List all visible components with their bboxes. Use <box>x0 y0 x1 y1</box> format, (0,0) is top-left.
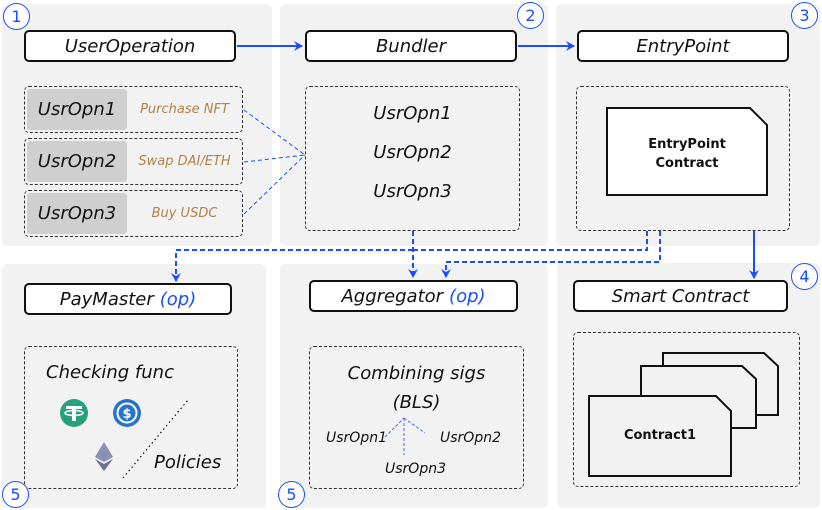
paymaster-title: PayMaster(op) <box>24 283 232 315</box>
useroperation-row: UsrOpn1 Purchase NFT <box>24 86 243 133</box>
checking-func: Checking func <box>46 362 174 383</box>
smart-contract-label: Smart Contract <box>611 285 750 307</box>
fan-lines <box>243 109 306 215</box>
contract1-label: Contract1 <box>623 428 697 443</box>
bundler-title: Bundler <box>305 30 517 62</box>
svg-text:$: $ <box>122 407 131 422</box>
bls-tree <box>384 417 426 455</box>
row-action: Purchase NFT <box>140 102 229 117</box>
step-2-badge: 2 <box>517 2 544 29</box>
arrow-bundler-paymaster <box>171 249 413 282</box>
aggregator-box <box>309 346 524 489</box>
contract-doc-front <box>588 395 732 477</box>
step-1-badge: 1 <box>3 3 30 30</box>
arrow-entrypoint-paymaster <box>413 231 648 251</box>
bundler-box <box>305 86 520 231</box>
entrypoint-contract-line1: EntryPoint <box>648 137 726 152</box>
tether-icon <box>60 399 88 427</box>
aggregator-optional: (op) <box>449 285 486 307</box>
step-5-badge: 5 <box>2 481 29 508</box>
step-4-badge: 4 <box>791 263 818 290</box>
entrypoint-contract-doc <box>606 107 768 196</box>
row-label: UsrOpn3 <box>27 193 127 234</box>
agg-op: UsrOpn1 <box>326 430 387 446</box>
bundler-item: UsrOpn3 <box>373 181 452 202</box>
row-action: Buy USDC <box>151 206 218 221</box>
bundler-label: Bundler <box>375 35 447 57</box>
entrypoint-contract-line2: Contract <box>655 156 719 171</box>
usdc-icon: $ <box>113 399 141 427</box>
useroperation-label: UserOperation <box>64 35 196 57</box>
useroperation-row: UsrOpn2 Swap DAI/ETH <box>24 138 243 185</box>
entrypoint-title: EntryPoint <box>577 30 789 62</box>
bls: (BLS) <box>392 392 441 413</box>
aggregator-label: Aggregator <box>341 285 444 307</box>
useroperation-title: UserOperation <box>24 30 236 62</box>
paymaster-optional: (op) <box>159 288 197 310</box>
agg-op: UsrOpn3 <box>385 461 446 477</box>
step-3-badge: 3 <box>791 2 818 29</box>
row-label: UsrOpn1 <box>27 89 127 130</box>
arrow-entrypoint-aggregator <box>441 231 661 278</box>
combining-sigs: Combining sigs <box>347 363 486 384</box>
agg-op: UsrOpn2 <box>440 430 501 446</box>
policies-divider <box>122 399 189 479</box>
entrypoint-box <box>576 86 790 231</box>
ethereum-icon <box>95 442 113 471</box>
policies: Policies <box>154 452 222 473</box>
bundler-item: UsrOpn1 <box>373 103 452 124</box>
paymaster-box <box>24 346 238 489</box>
smart-contract-box <box>573 332 800 487</box>
bundler-item: UsrOpn2 <box>373 142 452 163</box>
row-label: UsrOpn2 <box>27 141 127 182</box>
paymaster-label: PayMaster <box>59 288 154 310</box>
row-action: Swap DAI/ETH <box>138 154 231 169</box>
entrypoint-label: EntryPoint <box>636 35 730 57</box>
step-5-badge: 5 <box>278 481 305 508</box>
useroperation-row: UsrOpn3 Buy USDC <box>24 190 243 237</box>
smart-contract-title: Smart Contract <box>573 280 788 312</box>
aggregator-title: Aggregator(op) <box>309 280 518 312</box>
